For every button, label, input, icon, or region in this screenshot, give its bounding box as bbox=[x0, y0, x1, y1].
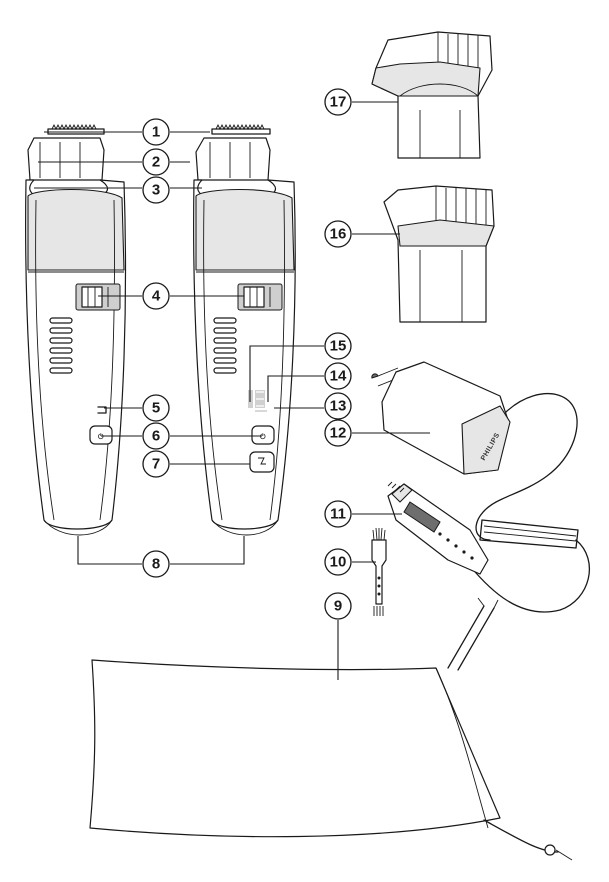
power-adapter: PHILIPS bbox=[371, 361, 578, 541]
cutting-element-right bbox=[211, 128, 271, 135]
svg-text:5: 5 bbox=[152, 400, 160, 417]
leader-lines bbox=[34, 101, 430, 680]
svg-text:12: 12 bbox=[330, 425, 347, 442]
on-off-button-right bbox=[251, 425, 275, 445]
vents-left bbox=[49, 317, 73, 374]
trimmer-right: ⏻ bbox=[193, 123, 296, 536]
callout-2: 2 bbox=[142, 148, 170, 176]
svg-text:8: 8 bbox=[152, 556, 160, 573]
charging-light-left bbox=[97, 406, 107, 414]
callout-12: 12 bbox=[324, 419, 352, 447]
svg-text:4: 4 bbox=[152, 288, 161, 305]
trimmer-left: ⏻ bbox=[25, 123, 127, 536]
svg-text:17: 17 bbox=[330, 94, 347, 111]
svg-text:7: 7 bbox=[152, 456, 160, 473]
svg-text:13: 13 bbox=[330, 398, 347, 415]
callout-15: 15 bbox=[324, 332, 352, 360]
svg-text:11: 11 bbox=[330, 506, 346, 523]
svg-text:1: 1 bbox=[152, 124, 160, 141]
callout-3: 3 bbox=[142, 176, 170, 204]
on-off-button-left bbox=[89, 425, 113, 445]
callout-13: 13 bbox=[324, 392, 352, 420]
storage-pouch bbox=[89, 597, 573, 861]
callout-4: 4 bbox=[142, 282, 170, 310]
svg-text:15: 15 bbox=[330, 338, 347, 355]
svg-text:6: 6 bbox=[152, 428, 160, 445]
svg-text:⏻: ⏻ bbox=[260, 433, 266, 441]
precision-trimmer bbox=[387, 481, 489, 575]
callout-8: 8 bbox=[142, 550, 170, 578]
comb-17 bbox=[371, 31, 493, 159]
callout-6: 6 bbox=[142, 422, 170, 450]
svg-text:9: 9 bbox=[334, 598, 342, 615]
callout-7: 7 bbox=[142, 450, 170, 478]
callout-1: 1 bbox=[142, 118, 170, 146]
svg-text:3: 3 bbox=[152, 182, 160, 199]
cord bbox=[469, 519, 591, 613]
callout-10: 10 bbox=[324, 548, 352, 576]
svg-text:14: 14 bbox=[330, 368, 347, 385]
svg-text:10: 10 bbox=[330, 554, 347, 571]
cutting-element-left bbox=[47, 128, 105, 135]
svg-text:2: 2 bbox=[152, 154, 160, 171]
vents-right bbox=[213, 317, 237, 374]
svg-text:16: 16 bbox=[330, 226, 347, 243]
callout-5: 5 bbox=[142, 394, 170, 422]
callout-9: 9 bbox=[324, 592, 352, 620]
callout-16: 16 bbox=[324, 220, 352, 248]
svg-text:⏻: ⏻ bbox=[98, 433, 104, 441]
callout-11: 11 bbox=[324, 500, 352, 528]
callout-14: 14 bbox=[324, 362, 352, 390]
callout-17: 17 bbox=[324, 88, 352, 116]
cleaning-brush bbox=[371, 527, 387, 616]
comb-16 bbox=[383, 185, 495, 323]
